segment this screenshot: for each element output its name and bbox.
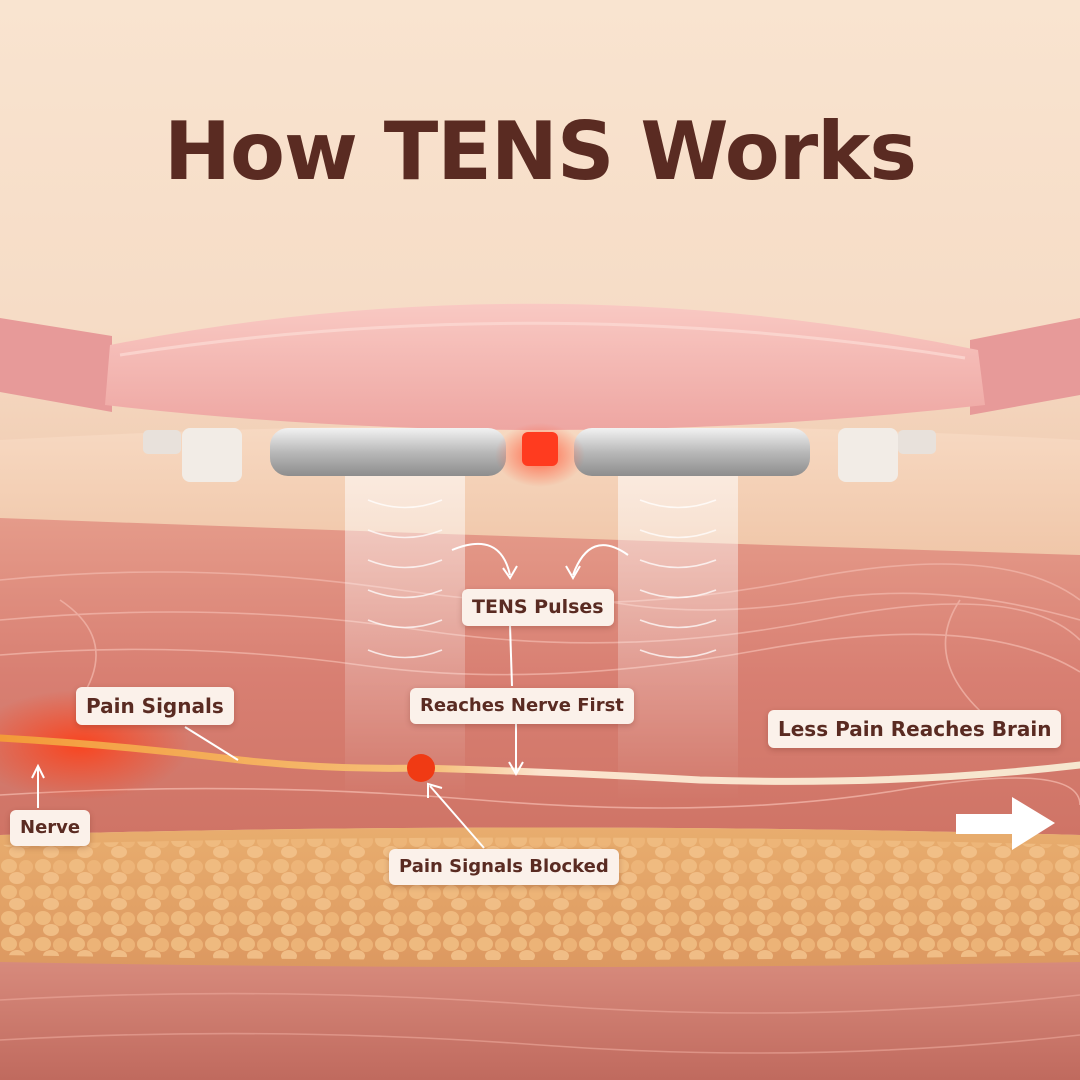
label-nerve: Nerve xyxy=(10,810,91,846)
page-title: How TENS Works xyxy=(164,105,917,198)
label-tens-pulses: TENS Pulses xyxy=(462,589,614,626)
deep-layer xyxy=(0,962,1080,1080)
electrode-pad-right xyxy=(574,428,810,476)
muscle-fibers xyxy=(0,563,1080,809)
device-feet xyxy=(143,428,936,482)
arrow-right-icon xyxy=(956,797,1055,850)
label-pain-signals-blocked: Pain Signals Blocked xyxy=(389,849,619,885)
skin-layer xyxy=(0,425,1080,560)
led-icon xyxy=(522,432,558,466)
pointer-lines xyxy=(31,624,524,849)
left-strap xyxy=(0,318,112,412)
pulse-beam-right xyxy=(618,470,738,800)
muscle-layer xyxy=(0,518,1080,835)
block-point xyxy=(407,754,435,782)
label-reaches-nerve-first: Reaches Nerve First xyxy=(410,688,634,724)
pulse-waves xyxy=(367,499,717,659)
tens-device xyxy=(105,303,985,430)
curved-arrows xyxy=(451,542,629,580)
label-less-pain-reaches-brain: Less Pain Reaches Brain xyxy=(768,710,1062,748)
nerve-fiber xyxy=(0,734,1080,785)
label-pain-signals: Pain Signals xyxy=(76,687,234,725)
electrode-pad-left xyxy=(270,428,506,476)
right-strap xyxy=(970,318,1080,415)
pulse-beam-left xyxy=(345,470,465,800)
